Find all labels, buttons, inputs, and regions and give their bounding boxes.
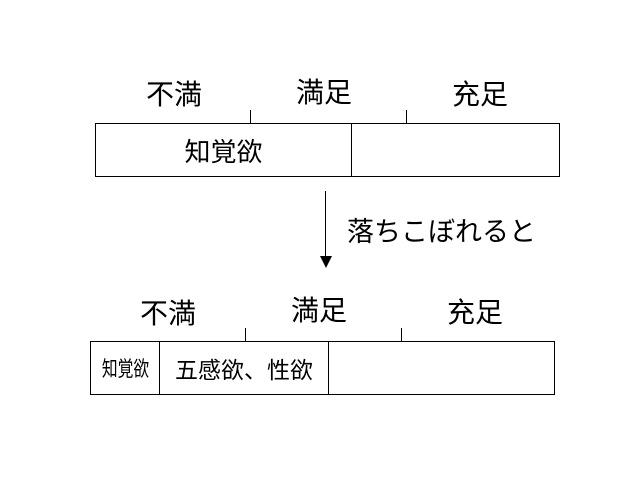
bottom-tick-1 — [245, 328, 246, 342]
top-bar: 知覚欲 — [95, 123, 560, 177]
bottom-bar-segment-senses-sexual-text: 五感欲、性欲 — [175, 358, 313, 384]
bottom-tick-2 — [401, 328, 402, 342]
top-bar-segment-perception-text: 知覚欲 — [184, 137, 263, 168]
top-label-fulfilled: 充足 — [452, 78, 509, 111]
top-bar-segment-empty — [352, 124, 559, 176]
bottom-bar: 知覚欲 五感欲、性欲 — [90, 341, 555, 395]
top-bar-segment-perception: 知覚欲 — [96, 124, 352, 176]
top-label-dissatisfied: 不満 — [146, 78, 203, 111]
top-tick-2 — [406, 110, 407, 124]
bottom-bar-segment-perception-text: 知覚欲 — [101, 357, 149, 381]
down-arrow-head — [320, 256, 332, 268]
bottom-label-dissatisfied: 不満 — [140, 297, 197, 330]
bottom-bar-segment-empty — [329, 342, 554, 394]
transition-label: 落ちこぼれると — [347, 217, 536, 248]
bottom-label-satisfied: 満足 — [291, 294, 348, 327]
bottom-bar-segment-perception: 知覚欲 — [91, 342, 160, 394]
top-label-satisfied: 満足 — [296, 76, 353, 109]
bottom-label-fulfilled: 充足 — [447, 296, 504, 329]
top-tick-1 — [250, 110, 251, 124]
bottom-bar-segment-senses-sexual: 五感欲、性欲 — [160, 342, 329, 394]
down-arrow-line — [325, 191, 326, 261]
